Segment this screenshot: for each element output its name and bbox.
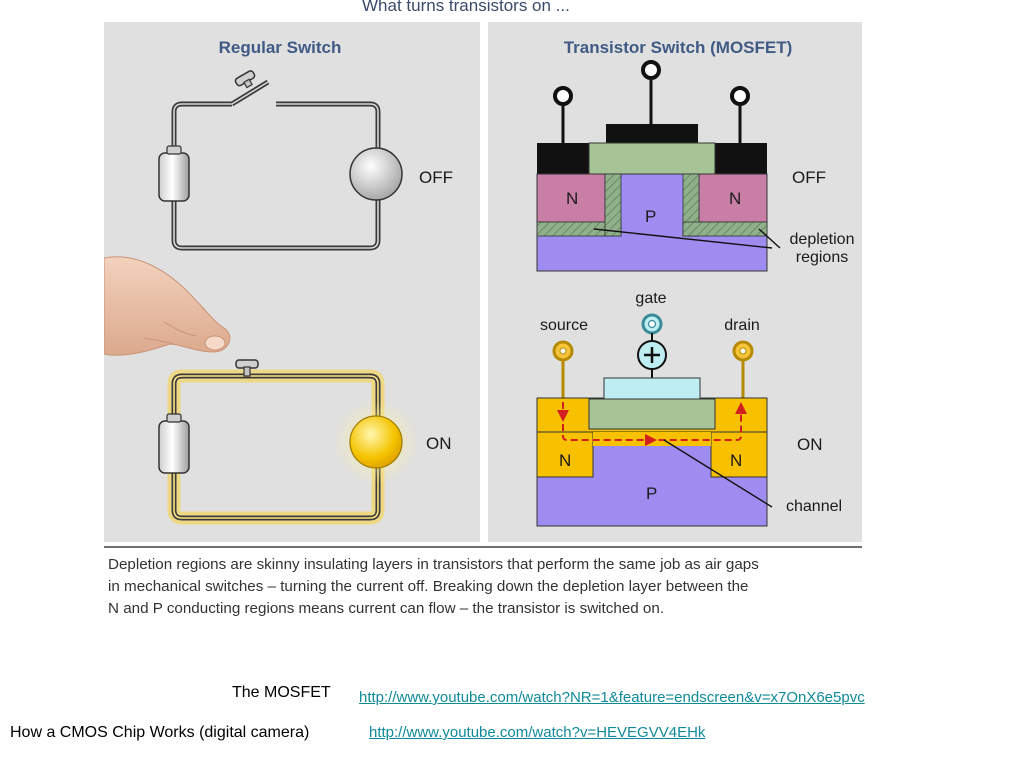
caption-line: Depletion regions are skinny insulating … (108, 556, 759, 573)
cmos-video-label: How a CMOS Chip Works (digital camera) (10, 724, 310, 741)
left-panel-title: Regular Switch (219, 38, 342, 57)
mosfet-on (536, 313, 773, 527)
right-panel-title: Transistor Switch (MOSFET) (564, 38, 793, 57)
battery-off (158, 152, 190, 202)
gate-metal-on (603, 377, 701, 400)
mosfet-video-link[interactable]: http://www.youtube.com/watch?NR=1&featur… (359, 689, 865, 706)
p-label-on: P (646, 484, 657, 503)
gate-oxide-on (588, 398, 716, 430)
depletion-label-line1: depletion (790, 231, 855, 248)
gate-metal-off (606, 124, 698, 144)
caption-divider (104, 546, 862, 548)
gate-label: gate (635, 290, 666, 307)
mosfet-off (536, 60, 781, 272)
switch-off-circuit (158, 70, 403, 251)
drain-label: drain (724, 317, 760, 334)
hand-illustration (104, 256, 231, 356)
mosfet-off-label: OFF (792, 168, 826, 187)
n-label-off-right: N (729, 189, 741, 208)
cmos-video-link[interactable]: http://www.youtube.com/watch?v=HEVEGVV4E… (369, 724, 706, 741)
mosfet-on-label: ON (797, 435, 823, 454)
n-label-on-left: N (559, 451, 571, 470)
switch-off-label: OFF (419, 168, 453, 187)
n-region-off-left (536, 173, 606, 223)
p-label-off: P (645, 207, 656, 226)
n-label-on-right: N (730, 451, 742, 470)
figure-caption: Depletion regions are skinny insulating … (108, 554, 868, 620)
mosfet-video-label: The MOSFET (232, 684, 331, 701)
figure-title: What turns transistors on ... (362, 0, 570, 15)
switch-on-circuit (158, 359, 418, 525)
channel-label: channel (786, 498, 842, 515)
bulb-off (349, 147, 403, 201)
caption-line: in mechanical switches – turning the cur… (108, 578, 749, 595)
battery-on (158, 420, 190, 474)
bulb-on (349, 415, 403, 469)
switch-on-label: ON (426, 434, 452, 453)
gate-oxide-off (588, 142, 716, 175)
mosfet-diagram: Regular Switch Transistor Switch (MOSFET… (104, 22, 862, 542)
n-label-off-left: N (566, 189, 578, 208)
source-label: source (540, 317, 588, 334)
caption-line: N and P conducting regions means current… (108, 600, 665, 617)
depletion-label-line2: regions (796, 249, 848, 266)
mosfet-off-terminals (553, 60, 750, 143)
